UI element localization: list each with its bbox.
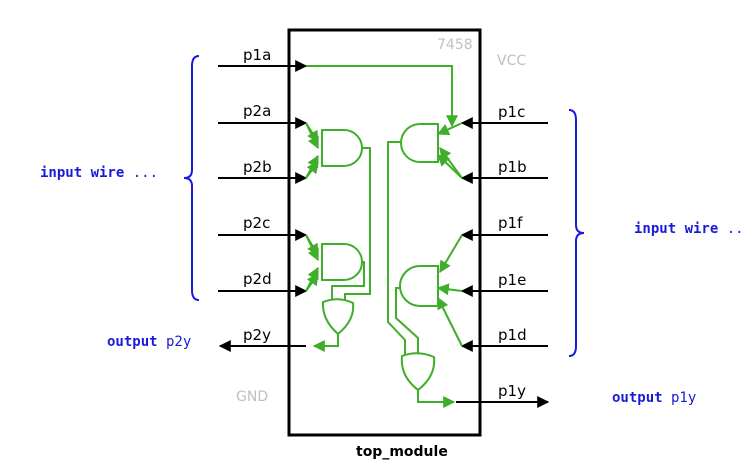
right-inputs-label: input wire ..: [614, 220, 743, 237]
output-p1y-label: output p1y: [592, 389, 708, 406]
pin-label-p1f: p1f: [498, 214, 523, 232]
pin-label-p2a: p2a: [243, 102, 271, 120]
pin-label-p1a: p1a: [243, 46, 271, 64]
right-input-brace: [568, 109, 585, 357]
vcc-label: VCC: [497, 53, 526, 69]
and-gate-p2cd-icon: [321, 243, 363, 281]
chip-body: [287, 28, 482, 437]
pin-label-p2d: p2d: [243, 270, 272, 288]
pin-label-p1d: p1d: [498, 326, 527, 344]
or-gate-p1y-icon: [400, 352, 436, 392]
and-gate-p1abc-icon: [400, 123, 439, 163]
and-gate-p1def-icon: [399, 265, 439, 307]
pin-label-p2b: p2b: [243, 158, 272, 176]
gnd-label: GND: [236, 389, 268, 405]
pin-label-p2y: p2y: [243, 326, 271, 344]
pin-label-p1c: p1c: [498, 103, 525, 121]
left-inputs-label: input wire ...: [20, 164, 170, 181]
pin-label-p1e: p1e: [498, 271, 526, 289]
left-input-brace: [183, 55, 200, 301]
or-gate-p2y-icon: [321, 298, 355, 336]
and-gate-p2ab-icon: [321, 129, 363, 167]
output-p2y-label: output p2y: [87, 333, 203, 350]
pin-label-p1b: p1b: [498, 158, 527, 176]
p1-logic: [306, 65, 463, 408]
pin-label-p2c: p2c: [243, 214, 270, 232]
chip-part-number: 7458: [437, 37, 473, 53]
module-name: top_module: [356, 444, 448, 460]
pin-label-p1y: p1y: [498, 382, 526, 400]
p2-logic: [305, 122, 371, 352]
